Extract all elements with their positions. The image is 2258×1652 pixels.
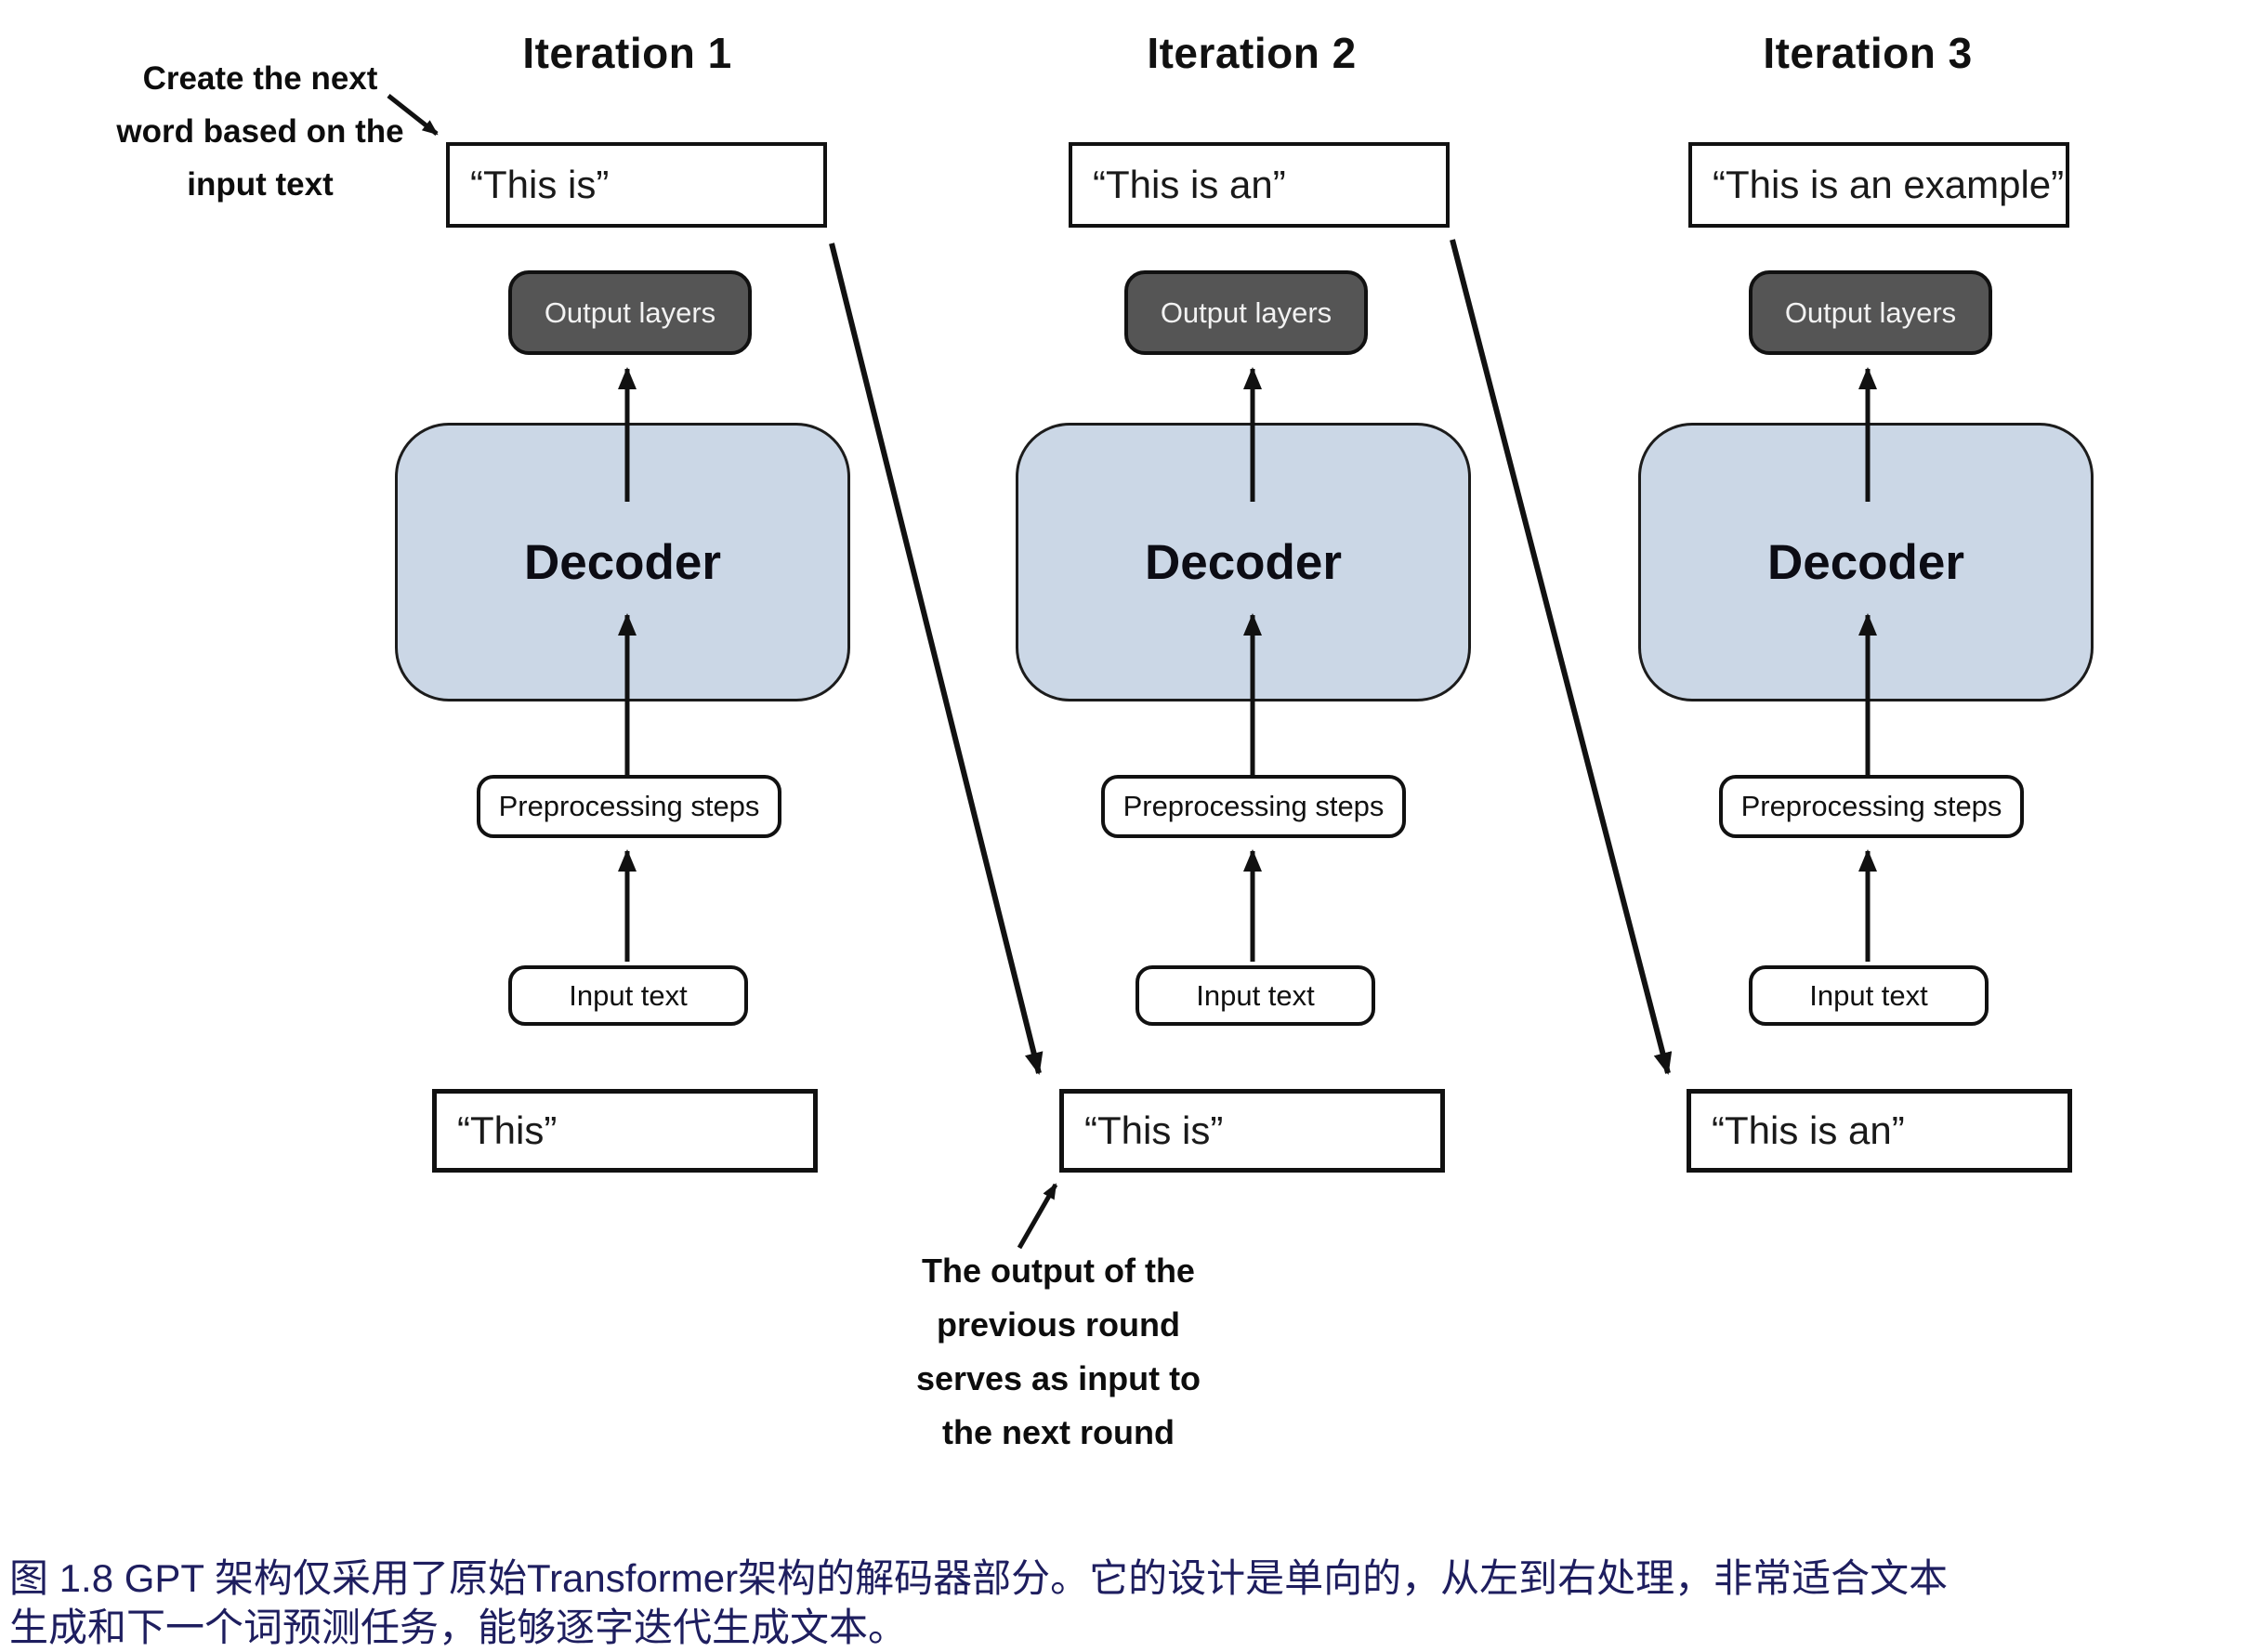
iteration-3-preprocessing-label: Preprocessing steps — [1740, 790, 2002, 822]
iteration-2-preprocessing-label: Preprocessing steps — [1122, 790, 1385, 822]
iteration-3-output-layers-box: Output layers — [1749, 270, 1992, 355]
iteration-1-output-quote-text: “This is” — [470, 163, 610, 206]
iteration-1-output-quote-box: “This is” — [446, 142, 827, 228]
iteration-1-input-quote-text: “This” — [457, 1108, 558, 1152]
annotation-line: serves as input to — [915, 1359, 1201, 1397]
iteration-3-output-layers-label: Output layers — [1784, 295, 1957, 329]
iteration-2-input-quote-box: “This is” — [1059, 1089, 1445, 1173]
figure-caption: 图 1.8 GPT 架构仅采用了原始Transformer架构的解码器部分。它的… — [9, 1554, 2251, 1652]
iteration-3-input-box: Input text — [1749, 965, 1989, 1026]
arrow-output1-to-input2 — [829, 243, 1044, 1075]
iteration-2-output-quote-box: “This is an” — [1069, 142, 1450, 228]
annotation-line: The output of the — [922, 1252, 1195, 1290]
iteration-2-output-quote-text: “This is an” — [1093, 163, 1286, 206]
iteration-1-output-layers-label: Output layers — [544, 295, 716, 329]
annotation-line: the next round — [942, 1413, 1175, 1451]
iteration-1-decoder-box: Decoder — [395, 423, 850, 701]
iteration-2-input-box: Input text — [1136, 965, 1375, 1026]
iteration-2-decoder-box: Decoder — [1016, 423, 1471, 701]
iteration-2-preprocessing-box: Preprocessing steps — [1101, 775, 1406, 838]
iteration-2-output-layers-label: Output layers — [1160, 295, 1332, 329]
iteration-1-input-label: Input text — [569, 978, 688, 1012]
annotation-line: Create the next — [142, 60, 378, 97]
iteration-3-preprocessing-box: Preprocessing steps — [1719, 775, 2024, 838]
iteration-1-input-quote-box: “This” — [432, 1089, 818, 1173]
output-feedback-annotation: The output of the previous round serves … — [854, 1244, 1263, 1460]
iteration-2-title: Iteration 2 — [1147, 29, 1357, 77]
iteration-2-decoder-label: Decoder — [1144, 534, 1343, 590]
annotation-line: word based on the — [116, 113, 404, 150]
iteration-3-input-quote-text: “This is an” — [1712, 1108, 1905, 1152]
iteration-3-output-quote-box: “This is an example” — [1688, 142, 2069, 228]
iteration-3-title: Iteration 3 — [1763, 29, 1973, 77]
create-next-word-annotation: Create the next word based on the input … — [56, 52, 465, 211]
iteration-1-input-box: Input text — [508, 965, 748, 1026]
iteration-3-decoder-label: Decoder — [1766, 534, 1965, 590]
iteration-2-input-label: Input text — [1196, 978, 1315, 1012]
arrow-output2-to-input3 — [1450, 239, 1673, 1075]
iteration-3-decoder-box: Decoder — [1638, 423, 2094, 701]
iteration-1-decoder-label: Decoder — [523, 534, 722, 590]
iteration-3-output-quote-text: “This is an example” — [1713, 163, 2065, 206]
arrow-output-feedback-annotation — [1017, 1183, 1058, 1250]
annotation-line: input text — [187, 166, 334, 203]
iteration-1-output-layers-box: Output layers — [508, 270, 752, 355]
iteration-1-preprocessing-box: Preprocessing steps — [477, 775, 781, 838]
iteration-1-preprocessing-label: Preprocessing steps — [498, 790, 760, 822]
iteration-2-input-quote-text: “This is” — [1084, 1108, 1224, 1152]
annotation-line: previous round — [936, 1305, 1181, 1344]
iteration-2-output-layers-box: Output layers — [1124, 270, 1368, 355]
figure-caption-line-1: 图 1.8 GPT 架构仅采用了原始Transformer架构的解码器部分。它的… — [9, 1556, 1949, 1600]
iteration-3-input-label: Input text — [1809, 978, 1928, 1012]
figure-caption-line-2: 生成和下一个词预测任务，能够逐字迭代生成文本。 — [9, 1606, 908, 1649]
iteration-1-title: Iteration 1 — [522, 29, 732, 77]
iteration-3-input-quote-box: “This is an” — [1687, 1089, 2072, 1173]
